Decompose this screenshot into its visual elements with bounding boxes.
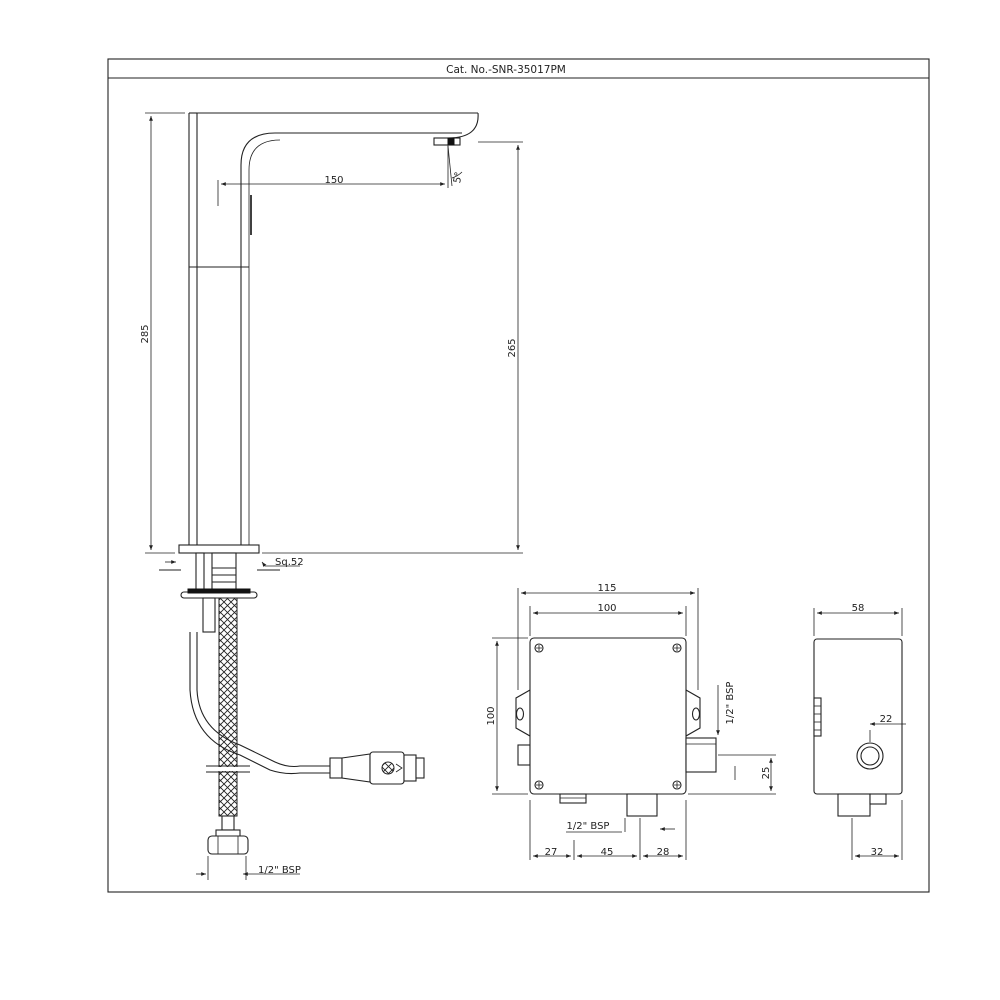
control-box-side-view xyxy=(813,638,903,817)
faucet-dimensions xyxy=(145,112,523,880)
dim-box-bottom-3: 28 xyxy=(657,847,670,858)
dim-box-outlet-offset: 25 xyxy=(761,767,772,780)
dim-box-bottom-1: 27 xyxy=(545,847,558,858)
side-view-dimensions xyxy=(813,608,906,860)
dim-height-total: 285 xyxy=(140,324,151,343)
dim-box-height: 100 xyxy=(486,706,497,725)
dim-side-depth: 58 xyxy=(852,603,865,614)
drawing-frame xyxy=(107,58,930,893)
dim-box-outlet-side: 1/2" BSP xyxy=(725,682,736,725)
dim-box-bottom-2: 45 xyxy=(601,847,614,858)
dim-side-bottom: 32 xyxy=(871,847,884,858)
dim-reach: 150 xyxy=(324,175,343,186)
control-box-dimensions xyxy=(492,588,776,860)
dim-height-spout: 265 xyxy=(507,338,518,357)
faucet-body xyxy=(159,112,479,855)
control-box xyxy=(515,637,717,817)
dim-side-sensor-offset: 22 xyxy=(880,714,893,725)
dim-base: Sq.52 xyxy=(275,557,304,568)
screw-icon xyxy=(534,643,682,790)
dim-box-inlet-bottom: 1/2" BSP xyxy=(567,821,610,832)
catalog-number: Cat. No.-SNR-35017PM xyxy=(446,64,566,76)
dim-inlet: 1/2" BSP xyxy=(258,865,301,876)
dim-box-width-inner: 100 xyxy=(597,603,616,614)
dim-angle: 5° xyxy=(452,171,465,184)
dim-box-width-outer: 115 xyxy=(597,583,616,594)
